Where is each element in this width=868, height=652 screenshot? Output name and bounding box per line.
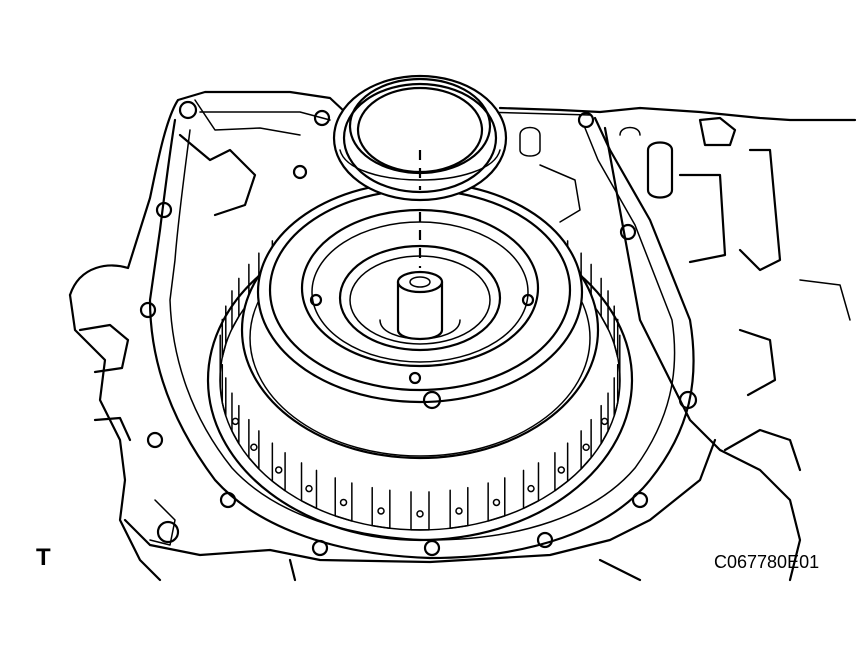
drum-tooth — [300, 462, 318, 510]
drum-tooth — [221, 363, 227, 417]
drum-tooth — [613, 363, 619, 417]
tooth-hole — [250, 443, 258, 452]
drum-tooth — [248, 418, 260, 470]
tooth-hole — [231, 417, 240, 426]
drum-tooth — [522, 462, 540, 510]
drum-tooth — [371, 486, 391, 530]
view-label: T — [36, 544, 51, 571]
drum-tooth — [580, 418, 592, 470]
tooth-hole — [377, 507, 385, 515]
tooth-hole — [492, 498, 501, 507]
oil-seal — [332, 74, 508, 202]
input-shaft — [379, 270, 461, 340]
drum-tooth — [231, 277, 240, 330]
tooth-hole — [527, 484, 535, 493]
tooth-hole — [600, 417, 609, 426]
drum-tooth — [334, 477, 353, 522]
drum-tooth — [271, 442, 286, 492]
drum-tooth — [231, 392, 240, 445]
drum-tooth — [613, 305, 619, 359]
bolt-holes — [139, 100, 698, 557]
drum-tooth — [600, 392, 609, 445]
tooth-hole — [582, 443, 590, 452]
drum-tooth — [221, 305, 227, 359]
drum-tooth — [554, 442, 569, 492]
tooth-hole — [305, 484, 313, 493]
drum-tooth — [410, 491, 430, 531]
tooth-hole — [274, 466, 283, 474]
tooth-hole — [339, 498, 348, 507]
tooth-hole — [416, 510, 424, 518]
drum-tooth — [449, 486, 469, 530]
tooth-hole — [557, 466, 566, 474]
tooth-hole — [455, 507, 463, 515]
figure-code: C067780E01 — [714, 552, 820, 572]
drum-tooth — [487, 477, 506, 522]
drum-tooth — [600, 277, 609, 330]
